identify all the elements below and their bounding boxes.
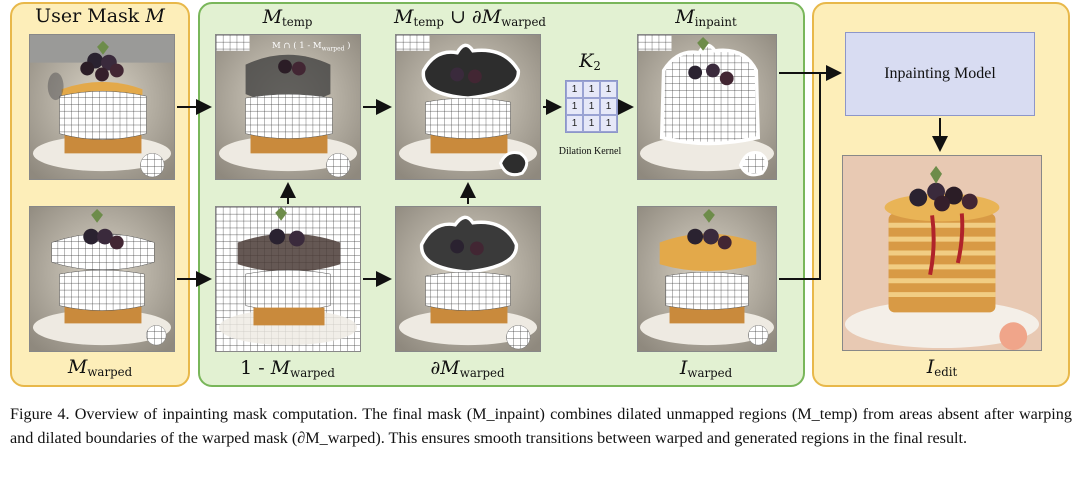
m-temp-image: M ∩ ( 1 - Mwarped ) [215,34,361,180]
one-minus-m-warped-label: 1 - Mwarped [240,357,335,380]
kernel-caption: Dilation Kernel [558,146,622,157]
m-inpaint-label: Minpaint [675,6,737,29]
kernel-label: K2 [579,50,601,73]
inpainting-model-box: Inpainting Model [845,32,1035,116]
kernel-cell: 1 [566,81,583,98]
i-edit-label: Iedit [926,356,958,379]
i-warped-label: Iwarped [679,357,733,380]
kernel-cell: 1 [583,98,600,115]
kernel-cell: 1 [600,81,617,98]
kernel-cell: 1 [583,115,600,132]
i-warped-image [637,206,777,352]
kernel-cell: 1 [566,115,583,132]
m-warped-image [29,206,175,352]
dilation-kernel-grid: 1 1 1 1 1 1 1 1 1 [565,80,618,133]
i-edit-image [842,155,1042,351]
union-image [395,34,541,180]
boundary-image [395,206,541,352]
figure-caption: Figure 4. Overview of inpainting mask co… [10,405,1072,447]
user-mask-label: User Mask M [35,5,165,27]
m-temp-overlay-label: M ∩ ( 1 - Mwarped ) [272,41,351,53]
kernel-cell: 1 [583,81,600,98]
m-temp-label: Mtemp [262,6,313,29]
kernel-cell: 1 [566,98,583,115]
m-inpaint-image [637,34,777,180]
boundary-label: ∂Mwarped [430,357,505,380]
inpainting-model-label: Inpainting Model [884,65,996,82]
kernel-cell: 1 [600,98,617,115]
kernel-cell: 1 [600,115,617,132]
m-warped-label: Mwarped [67,356,133,379]
one-minus-m-warped-image [215,206,361,352]
union-label: Mtemp ∪ ∂Mwarped [394,6,546,29]
user-mask-image [29,34,175,180]
